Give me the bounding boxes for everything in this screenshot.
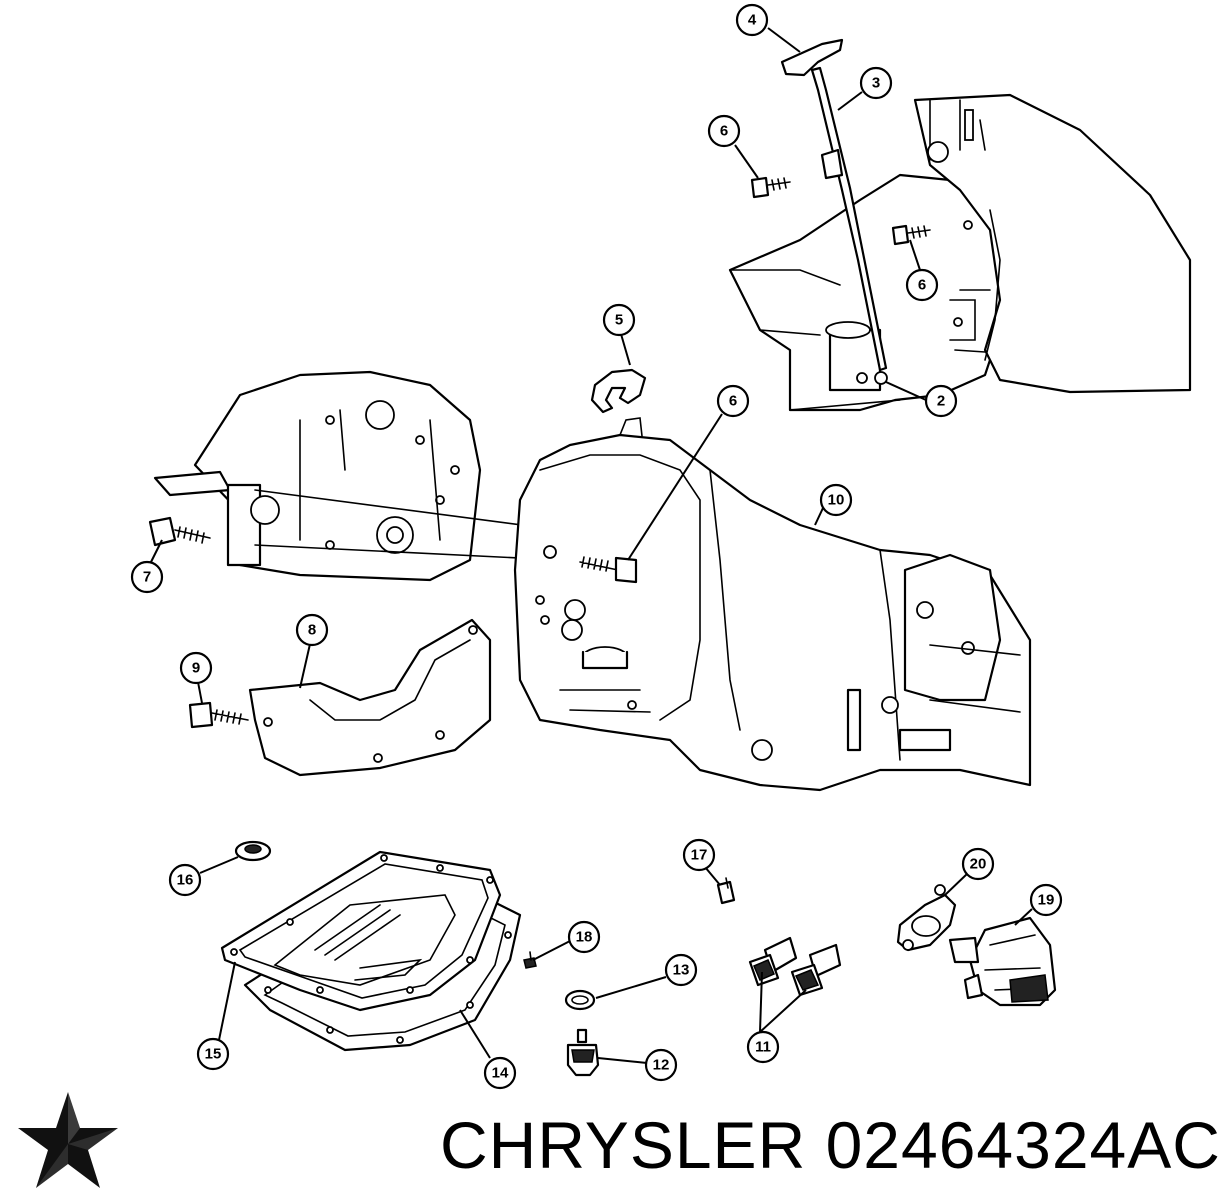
svg-text:8: 8 xyxy=(308,622,316,639)
svg-text:17: 17 xyxy=(691,847,708,864)
svg-text:13: 13 xyxy=(673,962,690,979)
callout-4: 4 xyxy=(735,3,769,37)
callout-9: 9 xyxy=(179,651,213,685)
svg-text:6: 6 xyxy=(918,277,926,294)
bolt-6-middle xyxy=(891,224,931,246)
leader-lines xyxy=(150,27,1033,1064)
callouts: 4 3 6 6 5 2 6 10 xyxy=(130,3,1063,1090)
callout-6-upper: 6 xyxy=(707,114,741,148)
callout-11: 11 xyxy=(746,1030,780,1064)
chrysler-pentastar-icon xyxy=(18,1092,118,1188)
part-caption: CHRYSLER 02464324AC xyxy=(440,1100,1220,1190)
svg-text:19: 19 xyxy=(1038,892,1055,909)
svg-text:5: 5 xyxy=(615,312,623,329)
callout-7: 7 xyxy=(130,560,164,594)
svg-text:9: 9 xyxy=(192,660,200,677)
svg-text:11: 11 xyxy=(755,1039,771,1056)
callout-19: 19 xyxy=(1029,883,1063,917)
svg-text:6: 6 xyxy=(720,123,728,140)
svg-text:18: 18 xyxy=(576,929,593,946)
callout-5: 5 xyxy=(602,303,636,337)
pressure-switch-11a xyxy=(748,936,798,987)
main-transmission-case xyxy=(153,370,1032,792)
svg-text:15: 15 xyxy=(205,1046,222,1063)
pan-gasket-15 xyxy=(220,850,502,1012)
callout-17: 17 xyxy=(682,838,716,872)
svg-text:7: 7 xyxy=(143,569,151,586)
callout-13: 13 xyxy=(664,953,698,987)
svg-text:3: 3 xyxy=(872,75,880,92)
callout-16: 16 xyxy=(168,863,202,897)
svg-text:20: 20 xyxy=(970,856,987,873)
inset-transmission-housing xyxy=(728,93,1192,412)
callout-15: 15 xyxy=(196,1037,230,1071)
svg-text:6: 6 xyxy=(729,393,737,410)
callout-2: 2 xyxy=(924,384,958,418)
svg-text:14: 14 xyxy=(492,1065,509,1082)
drain-plug-12 xyxy=(566,1028,600,1077)
callout-8: 8 xyxy=(295,613,329,647)
callout-6-main: 6 xyxy=(716,384,750,418)
callout-10: 10 xyxy=(819,483,853,517)
callout-6-middle: 6 xyxy=(905,268,939,302)
dust-cover-8 xyxy=(248,618,492,777)
brand-name: CHRYSLER xyxy=(440,1108,807,1182)
bolt-6-main xyxy=(579,556,638,584)
bolt-6-upper xyxy=(750,176,791,199)
clip-17 xyxy=(716,877,736,905)
callout-12: 12 xyxy=(644,1048,678,1082)
callout-14: 14 xyxy=(483,1056,517,1090)
o-ring-13 xyxy=(564,989,596,1011)
screw-18 xyxy=(523,951,537,969)
pressure-switch-11b xyxy=(790,943,842,997)
bolt-9 xyxy=(188,701,249,729)
svg-text:10: 10 xyxy=(828,492,845,509)
bracket-5 xyxy=(590,368,647,414)
solenoid-19 xyxy=(948,916,1057,1007)
svg-text:4: 4 xyxy=(748,12,757,29)
svg-text:2: 2 xyxy=(937,393,945,410)
svg-text:16: 16 xyxy=(177,872,194,889)
sensor-flange-20 xyxy=(896,884,957,952)
callout-20: 20 xyxy=(961,847,995,881)
dipstick-tube xyxy=(780,38,888,385)
seal-16 xyxy=(234,840,272,862)
part-number: 02464324AC xyxy=(825,1108,1221,1182)
callout-3: 3 xyxy=(859,66,893,100)
bolt-7 xyxy=(148,516,211,547)
callout-18: 18 xyxy=(567,920,601,954)
svg-text:12: 12 xyxy=(653,1057,670,1074)
